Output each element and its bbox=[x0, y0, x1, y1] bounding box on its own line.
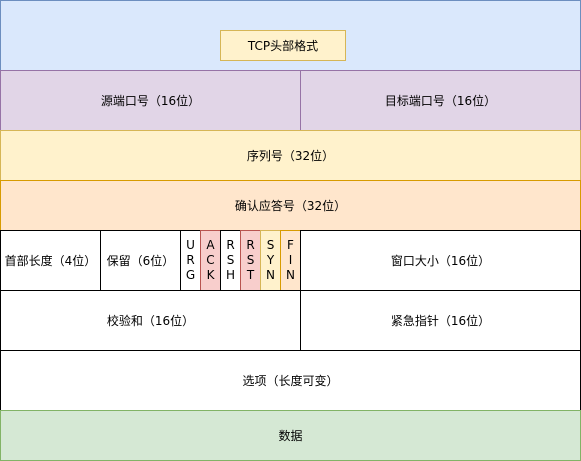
data-field: 数据 bbox=[0, 410, 581, 461]
flag-letter: S bbox=[266, 238, 275, 252]
flag-letter: Y bbox=[266, 253, 275, 267]
window-size-field: 窗口大小（16位） bbox=[300, 230, 581, 291]
flag-letter: K bbox=[206, 268, 215, 282]
checksum-field: 校验和（16位） bbox=[0, 290, 301, 351]
flag-letter: F bbox=[287, 238, 294, 252]
flag-letter: S bbox=[226, 253, 235, 267]
flag-letter: R bbox=[226, 238, 235, 252]
flag-letter: U bbox=[186, 238, 195, 252]
flag-letter: R bbox=[186, 253, 195, 267]
reserved-field: 保留（6位） bbox=[100, 230, 181, 291]
flag-letter: G bbox=[185, 268, 196, 282]
header-length-field: 首部长度（4位） bbox=[0, 230, 101, 291]
diagram-title: TCP头部格式 bbox=[220, 30, 346, 61]
flag-letter: I bbox=[288, 253, 293, 267]
flag-letter: A bbox=[206, 238, 215, 252]
flag-letter: S bbox=[246, 253, 255, 267]
urgent-pointer-field: 紧急指针（16位） bbox=[300, 290, 581, 351]
source-port-field: 源端口号（16位） bbox=[0, 70, 301, 131]
options-field: 选项（长度可变） bbox=[0, 350, 581, 411]
flag-letter: N bbox=[266, 268, 275, 282]
flag-letter: C bbox=[206, 253, 215, 267]
dest-port-field: 目标端口号（16位） bbox=[300, 70, 581, 131]
flag-letter: H bbox=[225, 268, 236, 282]
ack-number-field: 确认应答号（32位） bbox=[0, 180, 581, 231]
sequence-number-field: 序列号（32位） bbox=[0, 130, 581, 181]
flag-letter: N bbox=[286, 268, 295, 282]
flag-letter: T bbox=[246, 268, 255, 282]
flag-letter: R bbox=[246, 238, 255, 252]
